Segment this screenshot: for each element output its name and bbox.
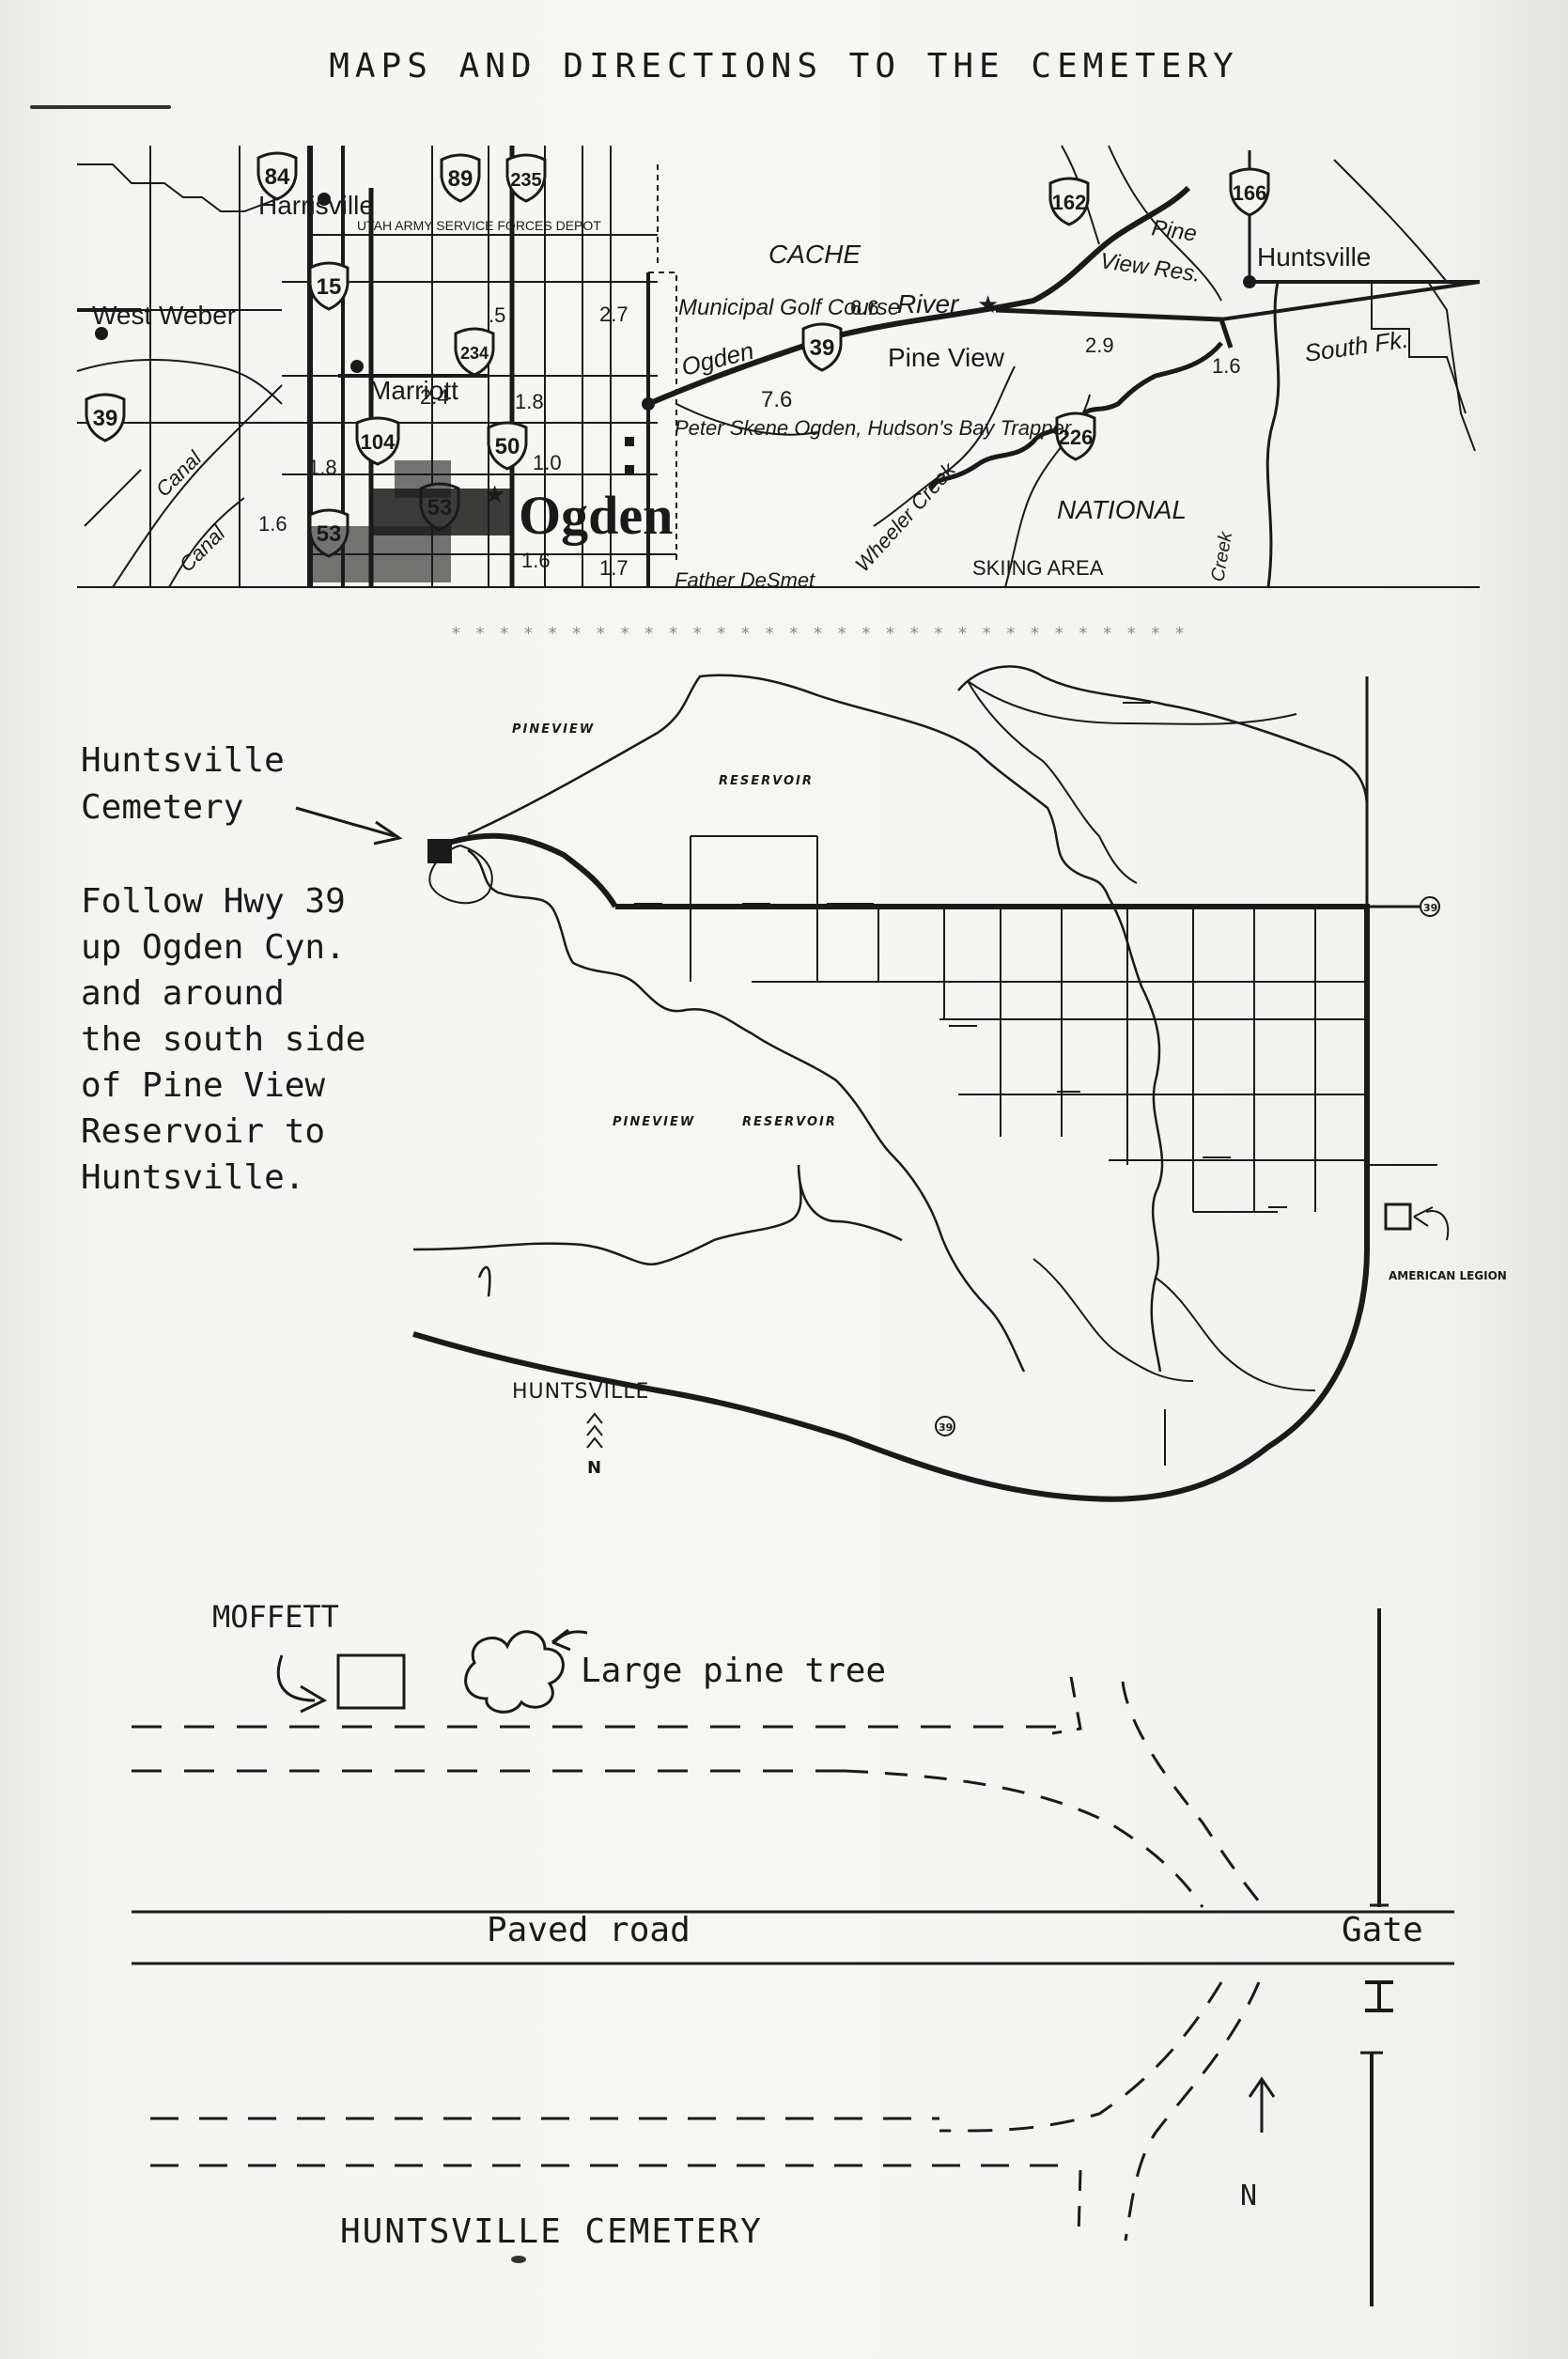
canal-label-2: Canal (175, 520, 230, 576)
distance-6-6: 6.6 (850, 296, 879, 319)
distance-2-9: 2.9 (1085, 334, 1114, 357)
hwy-39-marker-south: 39 (939, 1421, 953, 1434)
route-234-shield: 234 (460, 344, 489, 363)
svg-text:★: ★ (484, 481, 505, 509)
distance-1-6-south: 1.6 (521, 549, 551, 572)
route-235-shield: 235 (510, 170, 541, 191)
directions-line: Reservoir to (81, 1112, 326, 1151)
reservoir-mid-label: RESERVOIR (742, 1115, 837, 1129)
moffett-label: MOFFETT (212, 1599, 339, 1635)
route-162-shield: 162 (1052, 191, 1087, 214)
army-depot-label: UTAH ARMY SERVICE FORCES DEPOT (357, 218, 601, 233)
pineview-top-label: PINEVIEW (512, 722, 595, 737)
west-weber-label: West Weber (92, 301, 236, 330)
marriott-label: Marriott (369, 376, 458, 405)
south-fork-label: South Fk. (1303, 325, 1410, 367)
pine-label: Pine (1150, 215, 1198, 246)
svg-text:* * * * * * * * * * * * * * *: * * * * * * * * * * * * * * * * * * * * … (451, 624, 1187, 644)
national-forest-label: NATIONAL (1057, 495, 1187, 524)
route-50-shield: 50 (495, 434, 520, 459)
directions-line: of Pine View (81, 1066, 326, 1105)
wheeler-creek-label: Wheeler Creek (850, 458, 960, 577)
distance-1-6-west: 1.6 (258, 512, 287, 535)
hwy-39-marker-east: 39 (1423, 902, 1437, 914)
harrisville-label: Harrisville (258, 191, 374, 220)
distance-1-0: 1.0 (533, 451, 562, 474)
huntsville-cemetery-label: HUNTSVILLE CEMETERY (340, 2212, 763, 2251)
river-label: River (897, 289, 960, 318)
directions-line: and around (81, 974, 285, 1013)
distance-1-6-east: 1.6 (1212, 354, 1241, 378)
north-label: N (1240, 2180, 1258, 2212)
route-39-shield: 39 (810, 335, 835, 361)
svg-text:★: ★ (977, 291, 999, 319)
huntsville-map-label: HUNTSVILLE (512, 1380, 649, 1404)
route-15-shield: 15 (317, 274, 342, 300)
route-84-shield: 84 (265, 164, 290, 190)
binder-mark (30, 105, 171, 109)
route-89-shield: 89 (448, 166, 474, 192)
route-166-shield: 166 (1233, 181, 1267, 205)
golf-course-label: Municipal Golf Course (678, 295, 900, 320)
paved-road-label: Paved road (487, 1911, 691, 1949)
route-104-shield: 104 (361, 430, 396, 454)
cache-county-label: CACHE (768, 240, 861, 269)
pineview-mid-label: PINEVIEW (613, 1115, 695, 1129)
directions-line: Huntsville. (81, 1158, 305, 1197)
cemetery-callout-label: Huntsville Cemetery (81, 741, 285, 827)
distance-2-7: 2.7 (599, 303, 629, 326)
large-pine-tree-label: Large pine tree (581, 1652, 887, 1690)
distance-7-6: 7.6 (761, 387, 792, 412)
gate-label: Gate (1342, 1911, 1423, 1949)
ogden-city-label: Ogden (519, 485, 673, 546)
peter-skene-ogden-label: Peter Skene Ogden, Hudson's Bay Trapper (675, 416, 1073, 440)
route-226-shield: 226 (1059, 426, 1094, 449)
reservoir-top-label: RESERVOIR (719, 774, 814, 788)
directions-line: Follow Hwy 39 (81, 882, 346, 921)
route-39-west-shield: 39 (93, 406, 118, 431)
view-res-label: View Res. (1098, 248, 1202, 287)
distance-2-4: 2.4 (420, 385, 449, 409)
directions-line: up Ogden Cyn. (81, 928, 346, 967)
american-legion-label: AMERICAN LEGION (1389, 1269, 1507, 1282)
page-title: MAPS AND DIRECTIONS TO THE CEMETERY (329, 47, 1239, 85)
pine-view-label: Pine View (888, 343, 1005, 372)
skiing-area-label: SKIING AREA (972, 556, 1104, 580)
distance-1-8-center: 1.8 (515, 390, 544, 413)
huntsville-town-label: Huntsville (1257, 242, 1371, 272)
distance-1-8-west: 1.8 (308, 456, 337, 479)
directions-line: the south side (81, 1020, 366, 1059)
distance-0-5: .5 (489, 303, 505, 327)
father-desmet-label: Father DeSmet (675, 568, 815, 592)
directions-text: Follow Hwy 39 up Ogden Cyn. and around t… (81, 878, 419, 1201)
north-arrow-label-mid: N (587, 1458, 601, 1478)
distance-1-7: 1.7 (599, 556, 629, 580)
creek-label: Creek (1207, 530, 1236, 583)
